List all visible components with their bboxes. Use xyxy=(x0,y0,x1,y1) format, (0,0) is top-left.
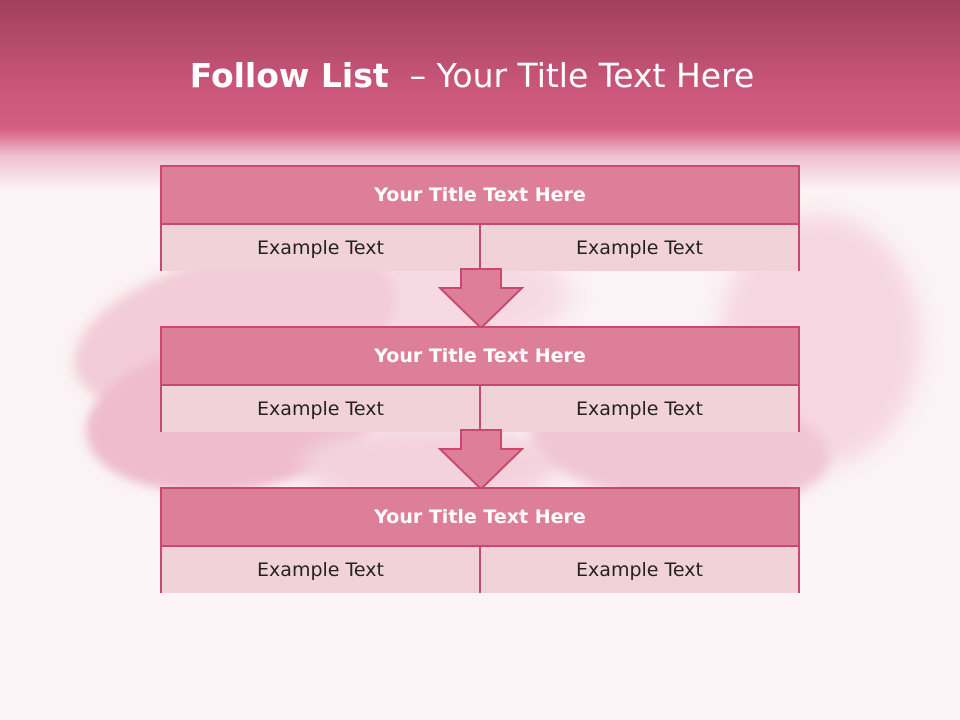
block-title: Your Title Text Here xyxy=(162,489,798,547)
block-cell-left: Example Text xyxy=(162,547,479,593)
list-block-1: Your Title Text Here Example Text Exampl… xyxy=(160,165,800,271)
block-row: Example Text Example Text xyxy=(162,386,798,432)
page-title-strong: Follow List xyxy=(189,56,389,95)
page-title-rest: – Your Title Text Here xyxy=(388,56,755,95)
down-arrow-icon xyxy=(438,429,524,491)
block-title: Your Title Text Here xyxy=(162,328,798,386)
block-row: Example Text Example Text xyxy=(162,547,798,593)
block-title: Your Title Text Here xyxy=(162,167,798,225)
down-arrow-icon xyxy=(438,268,524,330)
block-cell-left: Example Text xyxy=(162,225,479,271)
list-block-3: Your Title Text Here Example Text Exampl… xyxy=(160,487,800,593)
list-block-2: Your Title Text Here Example Text Exampl… xyxy=(160,326,800,432)
block-cell-right: Example Text xyxy=(479,225,798,271)
page-title: Follow List – Your Title Text Here xyxy=(0,56,944,95)
block-cell-right: Example Text xyxy=(479,386,798,432)
block-cell-left: Example Text xyxy=(162,386,479,432)
block-row: Example Text Example Text xyxy=(162,225,798,271)
header-band xyxy=(0,0,960,190)
block-cell-right: Example Text xyxy=(479,547,798,593)
